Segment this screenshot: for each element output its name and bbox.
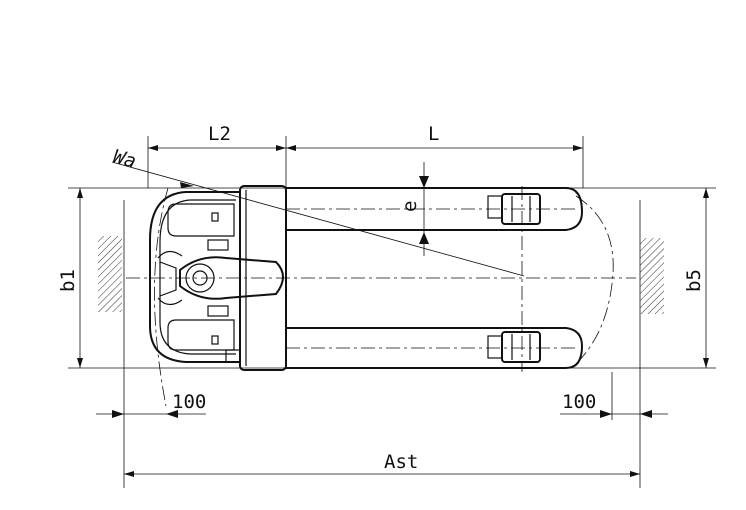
pallet-truck xyxy=(126,185,636,407)
label-L2: L2 xyxy=(208,123,231,145)
label-b5: b5 xyxy=(683,269,705,292)
label-Ast: Ast xyxy=(384,451,418,473)
label-clearance-right: 100 xyxy=(562,391,596,413)
label-e: e xyxy=(399,201,421,212)
left-wall-hatch xyxy=(98,236,122,312)
right-wall-hatch xyxy=(640,238,664,314)
label-L: L xyxy=(428,123,439,145)
label-clearance-left: 100 xyxy=(172,391,206,413)
label-Wa: Wa xyxy=(111,146,139,173)
wa-leader xyxy=(111,161,525,277)
label-b1: b1 xyxy=(57,269,79,292)
wa-arrow xyxy=(180,182,194,188)
